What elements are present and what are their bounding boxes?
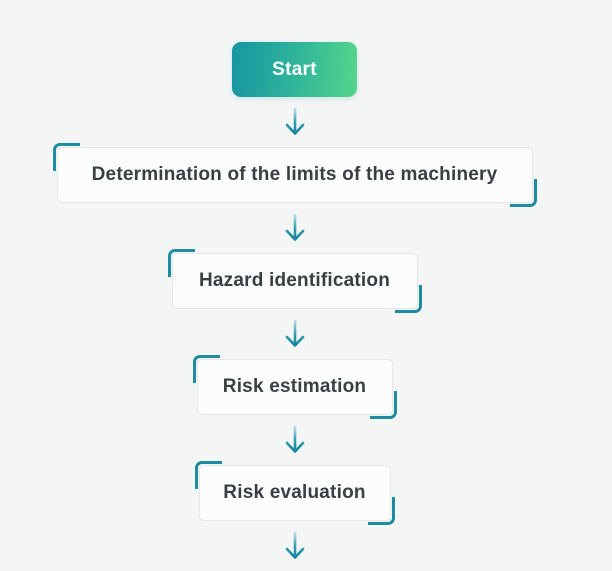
corner-bracket-bottom-right-icon [394,285,422,313]
corner-bracket-top-left-icon [192,355,220,383]
start-node: Start [232,42,357,97]
arrow-down-icon [283,214,307,242]
corner-bracket-bottom-right-icon [509,179,537,207]
node-risk-estimation: Risk estimation [192,355,397,419]
step-label: Determination of the limits of the machi… [91,164,498,185]
corner-bracket-bottom-right-icon [367,497,395,525]
corner-bracket-bottom-right-icon [369,391,397,419]
step-label: Hazard identification [198,270,391,291]
node-determination-of-limits: Determination of the limits of the machi… [52,143,537,207]
step-label: Risk estimation [222,376,367,397]
risk-assessment-flow: Start Determination of the limits of the… [52,42,537,560]
corner-bracket-top-left-icon [194,461,222,489]
arrow-down-icon [283,108,307,136]
arrow-down-icon [283,426,307,454]
corner-bracket-top-left-icon [167,249,195,277]
node-hazard-identification: Hazard identification [167,249,422,313]
node-risk-evaluation: Risk evaluation [194,461,395,525]
step-label: Risk evaluation [223,482,366,503]
arrow-down-icon [283,532,307,560]
corner-bracket-top-left-icon [52,143,80,171]
arrow-down-icon [283,320,307,348]
